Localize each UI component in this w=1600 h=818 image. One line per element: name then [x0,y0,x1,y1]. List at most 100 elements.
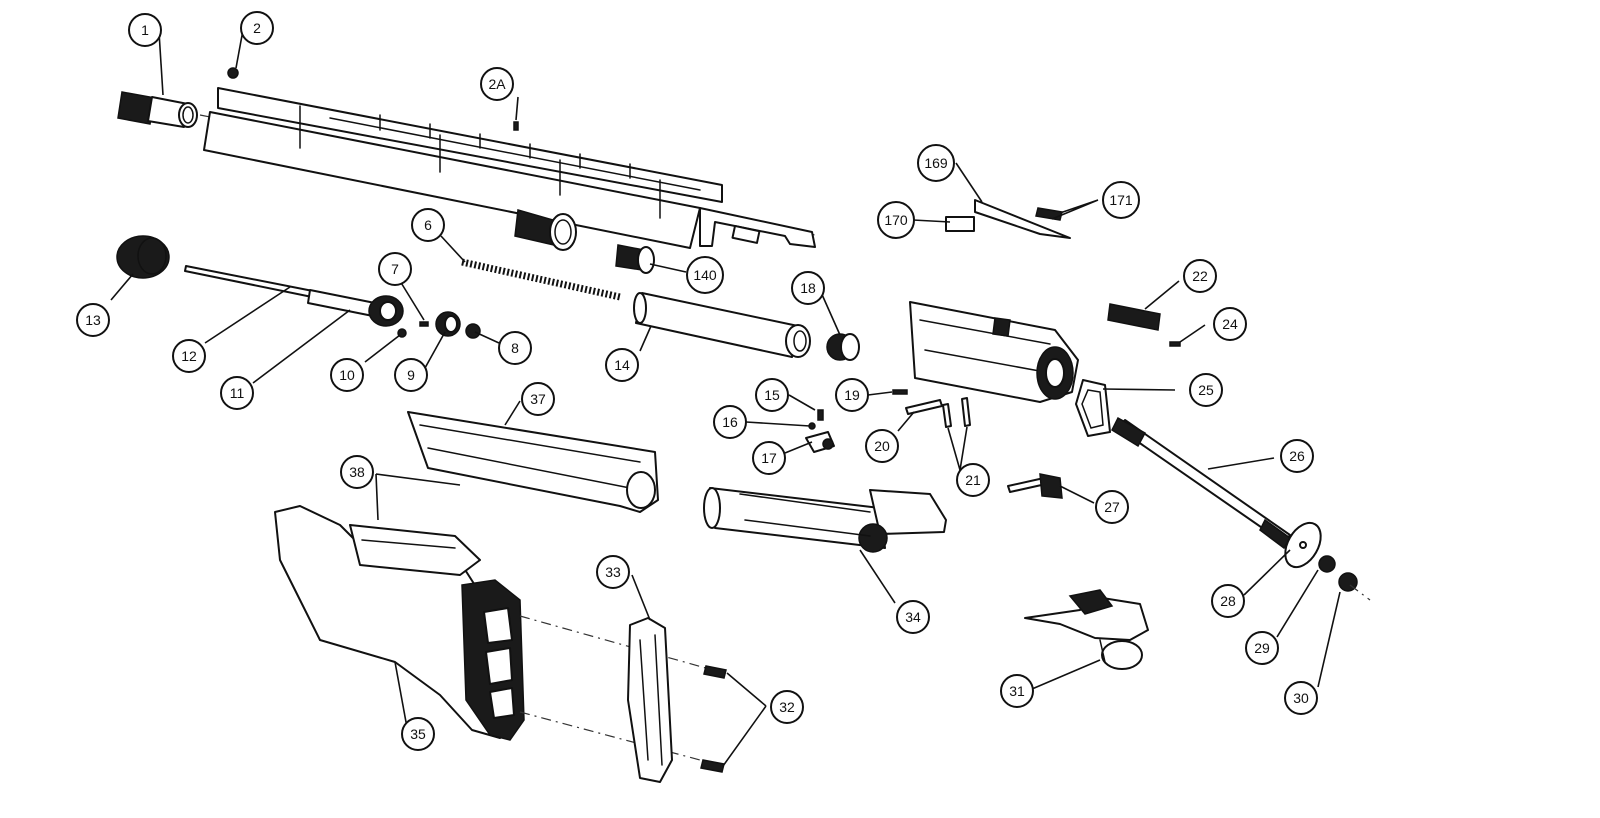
callout-27: 27 [1095,490,1129,524]
callout-label: 34 [905,609,921,625]
leader-15 [788,394,816,411]
callout-2a: 2A [480,67,514,101]
receiver [909,301,1079,403]
callout-circle [956,463,990,497]
part-32-screws [700,665,727,773]
callout-17: 17 [752,441,786,475]
callout-2: 2 [240,11,274,45]
callout-10: 10 [330,358,364,392]
parts-169-170-171-sight-assembly [945,199,1071,239]
callout-label: 6 [424,217,432,233]
callout-circle [480,67,514,101]
callout-label: 35 [410,726,426,742]
callout-9: 9 [394,358,428,392]
part-27-bolt-handle [1007,473,1063,499]
leader-14 [639,325,652,352]
part-24-pin [1169,341,1181,347]
callout-label: 37 [530,391,546,407]
callout-label: 169 [924,155,948,171]
leader-38 [375,473,461,521]
callout-label: 30 [1293,690,1309,706]
callout-21: 21 [956,463,990,497]
part-18-follower [826,333,860,361]
callout-13: 13 [76,303,110,337]
leader-16 [745,421,811,427]
callout-label: 28 [1220,593,1236,609]
callout-31: 31 [1000,674,1034,708]
callout-29: 29 [1245,631,1279,665]
callout-24: 24 [1213,307,1247,341]
leader-12 [204,286,291,344]
leader-lines [110,29,1341,767]
part-33-recoil-pad [627,617,673,783]
callout-label: 171 [1109,192,1133,208]
callout-38: 38 [340,455,374,489]
callout-12: 12 [172,339,206,373]
callout-26: 26 [1280,439,1314,473]
callout-circle [394,358,428,392]
leader-8 [474,331,500,344]
callout-label: 38 [349,464,365,480]
callout-19: 19 [835,378,869,412]
leader-34 [859,549,896,604]
callout-label: 140 [693,267,717,283]
callout-14: 14 [605,348,639,382]
leader-10 [364,334,401,363]
callout-15: 15 [755,378,789,412]
callout-140: 140 [686,256,724,294]
callout-circle [378,252,412,286]
callout-circle [1183,259,1217,293]
leader-6 [440,235,466,263]
callout-label: 14 [614,357,630,373]
leader-30 [1317,591,1341,688]
callout-label: 2A [488,76,506,92]
callout-circle [340,455,374,489]
leader-2 [235,29,244,69]
pad-screw-axis-upper [519,615,721,673]
callout-circle [877,201,915,239]
part-13-magazine-cap [116,235,170,279]
callout-37: 37 [521,382,555,416]
leader-140 [649,263,687,273]
callout-33: 33 [596,555,630,589]
part-25-ring [1075,379,1111,437]
part-37-forearm [407,411,659,513]
part-2a-pin [513,121,519,131]
callout-label: 170 [884,212,908,228]
callout-circle [596,555,630,589]
barrel-assembly [203,87,816,249]
part-20-link [905,399,943,415]
callout-label: 11 [230,385,245,401]
part-6-spring [461,258,621,301]
callout-label: 24 [1222,316,1238,332]
callout-circle [686,256,724,294]
callout-label: 10 [339,367,355,383]
callout-circle [1245,631,1279,665]
callout-label: 16 [722,414,738,430]
callout-label: 22 [1192,268,1208,284]
callout-circle [713,405,747,439]
leader-11 [252,309,351,384]
callout-circle [401,717,435,751]
callout-6: 6 [411,208,445,242]
leader-13 [110,273,134,301]
callout-circle [791,271,825,305]
callout-label: 25 [1198,382,1214,398]
callout-circle [1280,439,1314,473]
callout-label: 33 [605,564,621,580]
callout-1: 1 [128,13,162,47]
callout-circle [240,11,274,45]
callout-circle [1213,307,1247,341]
part-2-screw [227,67,239,79]
part-140-bushing [615,244,655,274]
callout-171: 171 [1102,181,1140,219]
callout-circle [755,378,789,412]
callout-label: 27 [1104,499,1120,515]
callout-circle [605,348,639,382]
callout-22: 22 [1183,259,1217,293]
parts-15-16-17-small-parts [805,409,835,453]
part-29-lock-washer [1318,555,1336,573]
part-7-pin [419,321,429,327]
callout-circle [865,429,899,463]
part-28-plate [1284,521,1322,569]
